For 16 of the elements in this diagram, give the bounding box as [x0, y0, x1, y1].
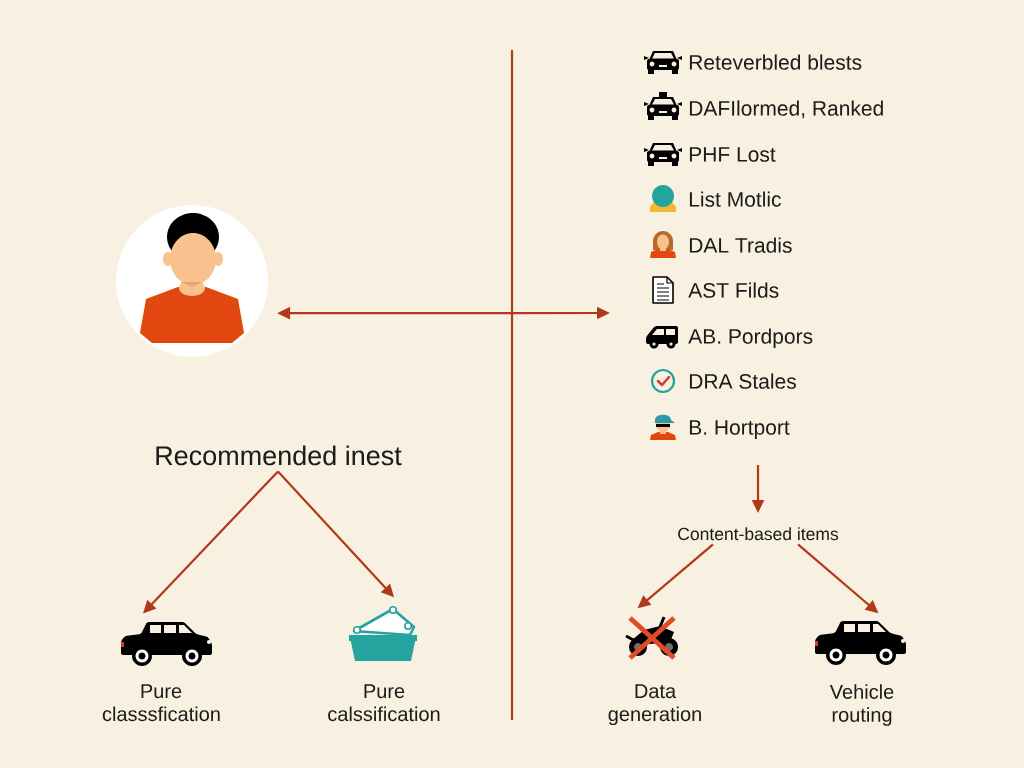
- list-item-label: AB. Pordpors: [688, 328, 813, 348]
- list-item-label: DAFIlormed, Ranked: [689, 100, 883, 119]
- item-label: Vehicle routing: [829, 684, 894, 726]
- list-item-label: List Motlic: [689, 191, 781, 207]
- list-item-label: Reteverbled blests: [689, 54, 862, 70]
- subheading: Content-based items: [678, 527, 839, 541]
- item-label: Data generation: [608, 684, 701, 726]
- list-item-label: PHF Lost: [689, 147, 776, 162]
- list-item-label: DAL Tradis: [689, 237, 792, 253]
- item-label: Pure calssification: [328, 684, 440, 722]
- item-label: Pure classsfication: [102, 684, 220, 722]
- list-item-label: B. Hortport: [689, 420, 790, 439]
- list-item-label: AST Filds: [688, 282, 779, 298]
- avatar: [116, 205, 268, 357]
- list-item-label: DRA Stales: [689, 373, 796, 389]
- heading: Recommended inest: [156, 445, 402, 466]
